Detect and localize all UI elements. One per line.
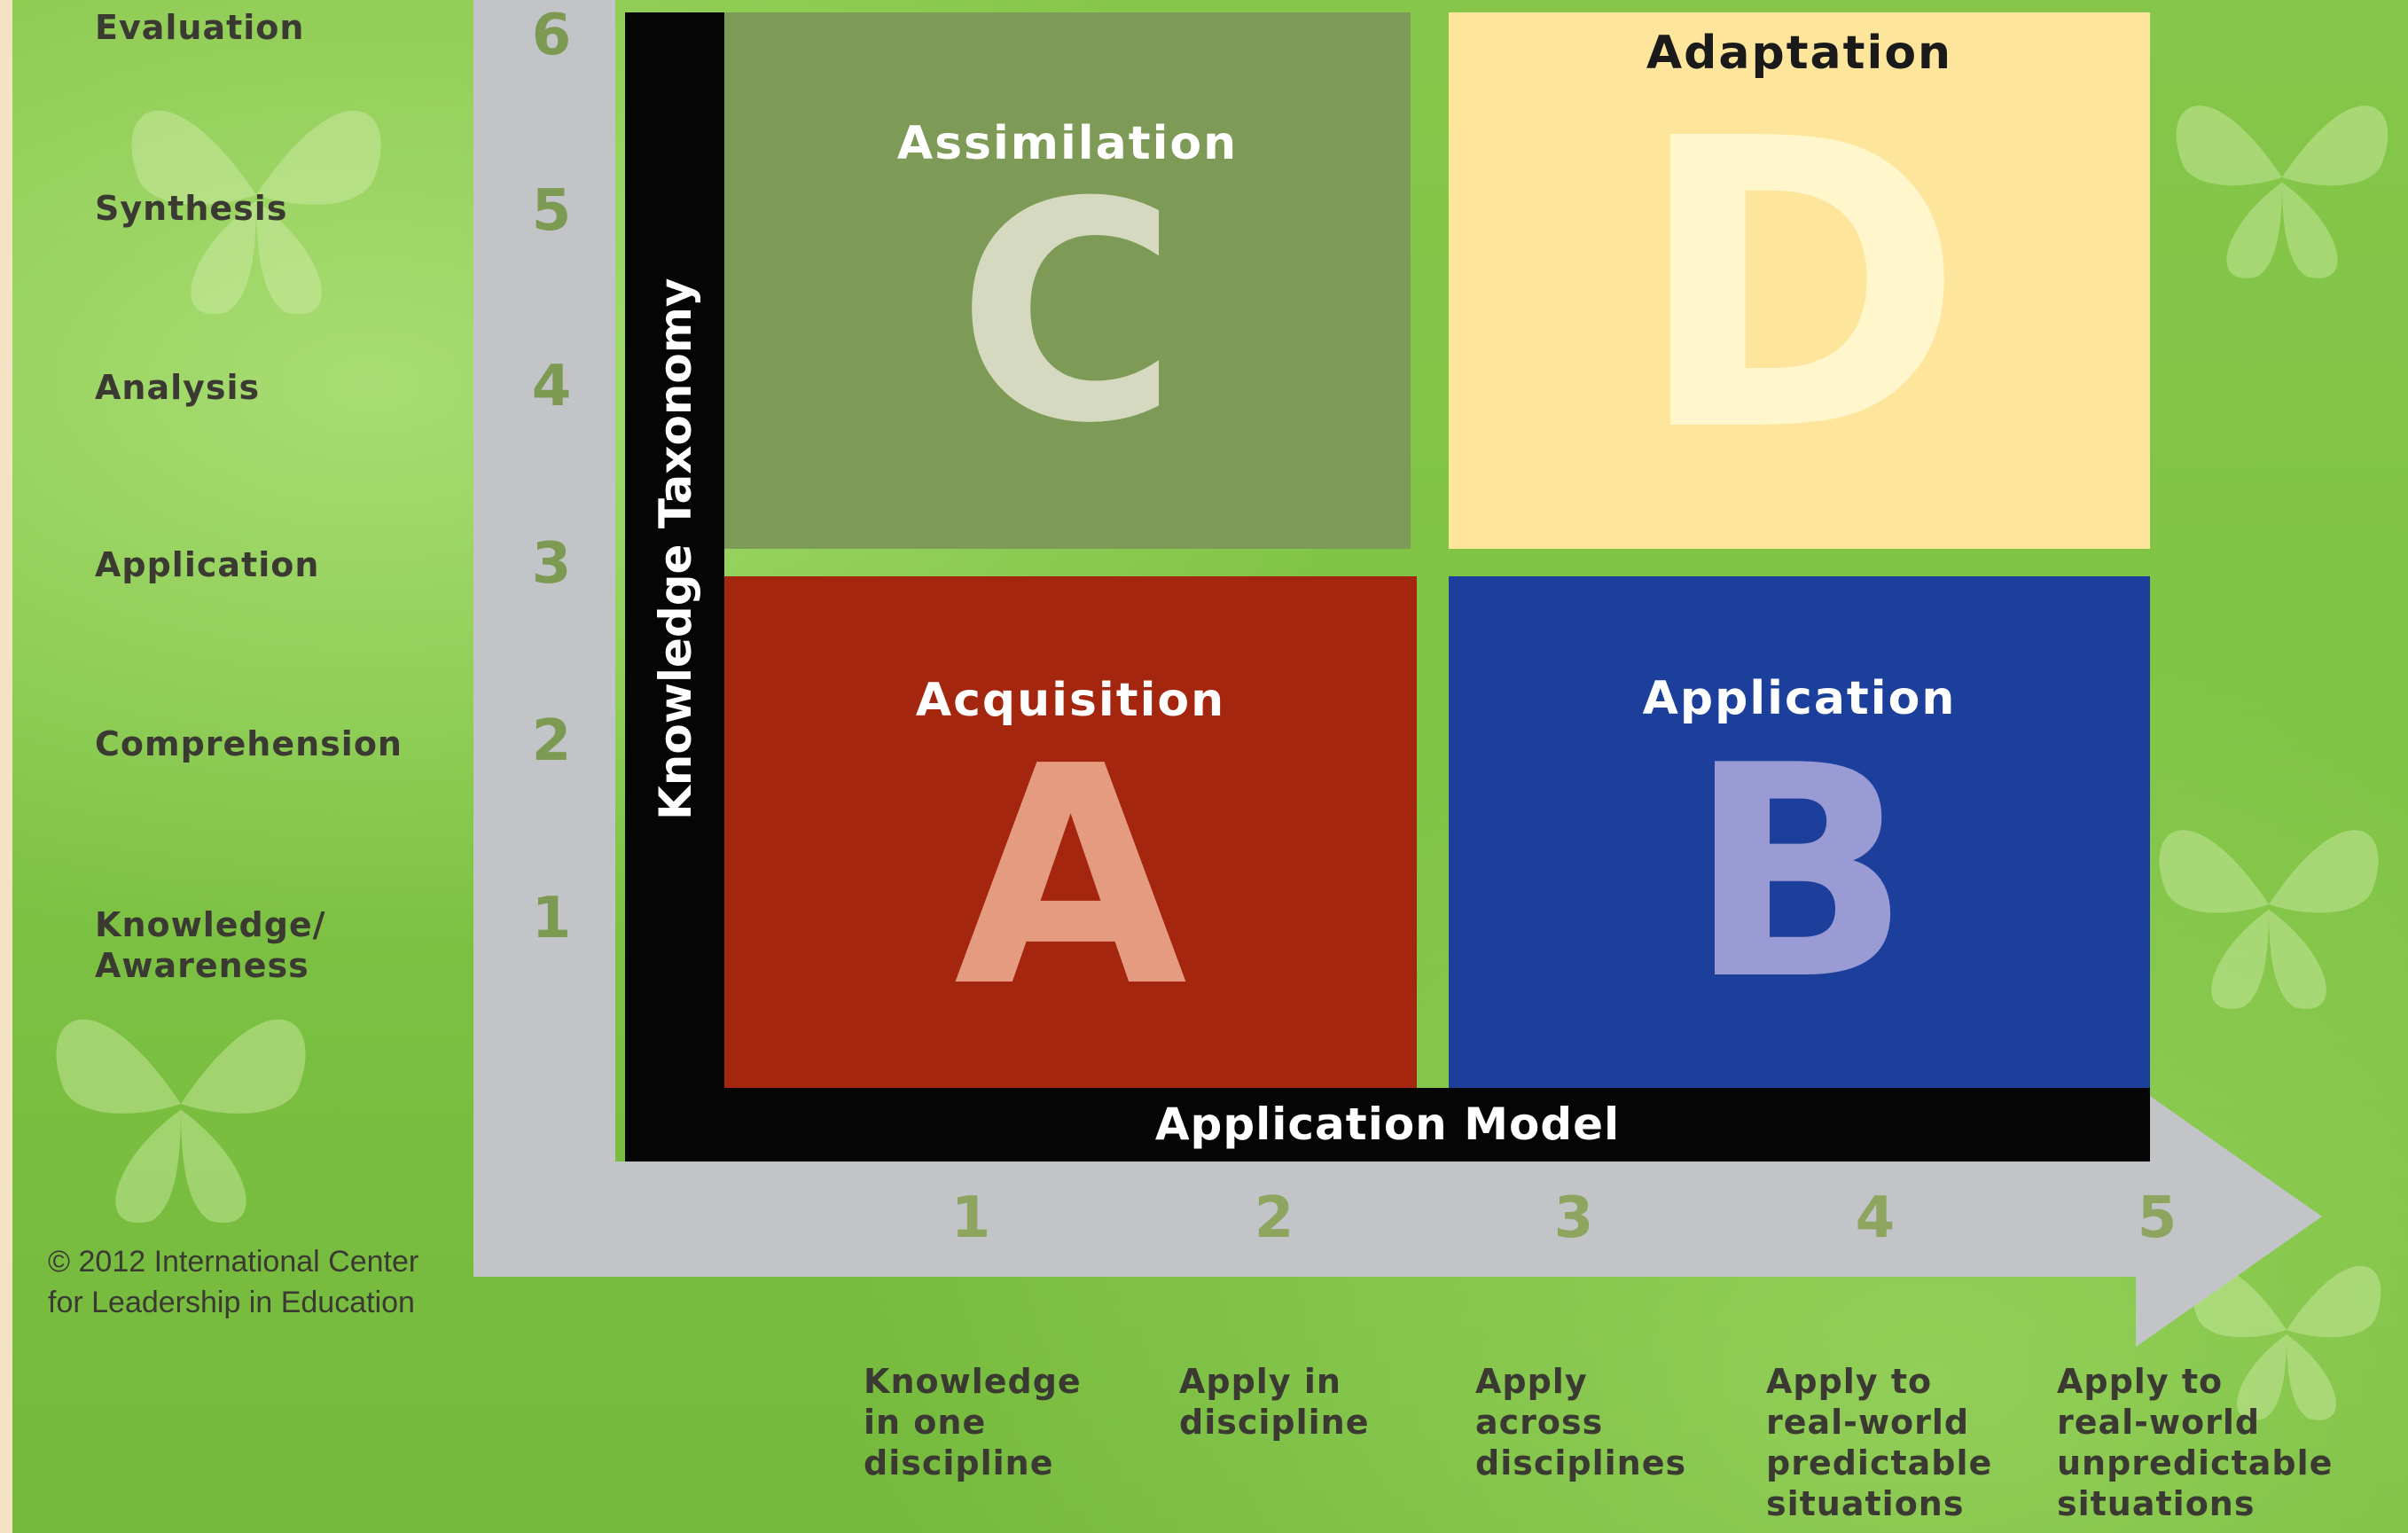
- quadrant-a: Acquisition A: [724, 576, 1417, 1088]
- x-level-label: Apply to real-world unpredictable situat…: [2057, 1362, 2334, 1523]
- quadrant-c: Assimilation C: [724, 12, 1411, 549]
- copyright-notice: © 2012 International Center for Leadersh…: [48, 1245, 419, 1319]
- x-level-number: 4: [1855, 1185, 1896, 1251]
- quadrant-d: Adaptation D: [1449, 12, 2150, 549]
- quadrant-b: Application B: [1449, 576, 2150, 1088]
- butterfly-decoration: [2140, 771, 2397, 1037]
- quadrant-title: Adaptation: [1646, 27, 1953, 80]
- x-level-label: Apply across disciplines: [1475, 1362, 1687, 1482]
- y-axis-title: Knowledge Taxonomy: [650, 278, 701, 820]
- x-level-label: Apply to real-world predictable situatio…: [1766, 1362, 1993, 1523]
- y-level-number: 2: [531, 708, 572, 774]
- x-axis-arrow: [473, 1086, 2322, 1347]
- quadrant-letter: A: [953, 702, 1188, 1053]
- x-level-label: Knowledge in one discipline: [864, 1362, 1082, 1482]
- x-axis-title: Application Model: [1154, 1099, 1621, 1150]
- butterfly-decoration: [110, 35, 403, 355]
- butterfly-decoration: [12, 958, 349, 1250]
- quadrant-letter: B: [1687, 703, 1912, 1044]
- y-level-number: 5: [531, 178, 572, 244]
- y-level-number: 6: [531, 3, 572, 68]
- y-level-label: Synthesis: [95, 189, 288, 228]
- x-level-number: 5: [2137, 1185, 2177, 1251]
- x-level-number: 3: [1553, 1185, 1594, 1251]
- y-axis-frame: [625, 12, 724, 1161]
- y-level-label: Analysis: [95, 368, 261, 407]
- x-level-number: 2: [1254, 1185, 1294, 1251]
- x-level-number: 1: [950, 1185, 991, 1251]
- y-level-number: 3: [531, 531, 572, 597]
- quadrant-letter: C: [957, 138, 1178, 489]
- y-level-label: Comprehension: [95, 724, 403, 763]
- quadrant-title: Application: [1642, 672, 1957, 725]
- y-level-label: Application: [95, 545, 320, 584]
- axis-arrows: [473, 0, 2322, 1347]
- y-level-number: 4: [531, 354, 572, 419]
- y-level-label: Knowledge/ Awareness: [95, 905, 326, 985]
- quadrant-letter: D: [1633, 55, 1966, 520]
- x-axis-frame: [625, 1088, 2150, 1161]
- quadrant-title: Assimilation: [896, 117, 1239, 170]
- x-level-label: Apply in discipline: [1179, 1362, 1370, 1442]
- y-level-number: 1: [531, 886, 572, 951]
- quadrant-title: Acquisition: [915, 674, 1226, 727]
- butterfly-decoration: [2158, 35, 2406, 319]
- diagram-canvas: Evaluation Synthesis Analysis Applicatio…: [12, 0, 2408, 1533]
- y-axis-arrow: [473, 0, 615, 1277]
- y-level-label: Evaluation: [95, 8, 305, 47]
